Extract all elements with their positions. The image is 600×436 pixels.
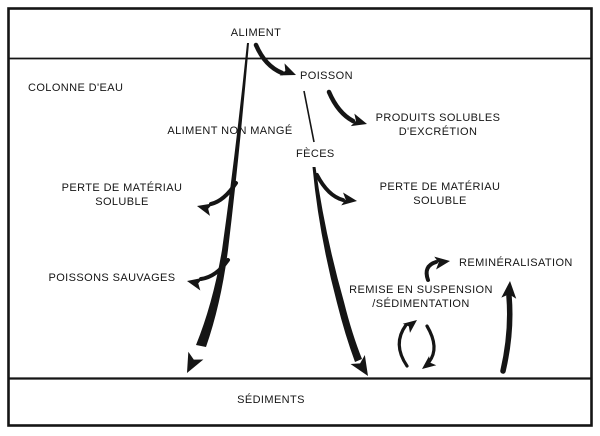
arrow-feed-to-soluble-loss-left (209, 181, 238, 206)
node-perte-gauche-line1: PERTE DE MATÉRIAU (61, 182, 183, 194)
node-produits-solubles: PRODUITS SOLUBLES D'EXCRÉTION (376, 111, 501, 140)
arrow-to-remineralisation (424, 260, 438, 282)
arrow-feces-to-soluble-loss-right (315, 173, 345, 202)
node-produits-solubles-line2: D'EXCRÉTION (398, 126, 478, 139)
region-label-water-column: COLONNE D'EAU (28, 82, 124, 94)
arrowhead-poisson-to-excretion (350, 113, 367, 127)
arrowhead-sedimentation-down (422, 356, 437, 369)
node-aliment: ALIMENT (230, 27, 282, 39)
node-remineralisation: REMINÉRALISATION (459, 257, 573, 269)
node-perte-materiau-droite: PERTE DE MATÉRIAU SOLUBLE (380, 180, 501, 209)
node-produits-solubles-line1: PRODUITS SOLUBLES (375, 112, 501, 124)
arrowhead-feed-to-wild-fish (187, 277, 204, 291)
arrowhead-resuspension-up (402, 320, 417, 333)
frame-border (7, 7, 593, 427)
arrow-resuspension-up (397, 323, 409, 368)
arrow-aliment-to-poisson (253, 42, 285, 76)
node-remise-line1: REMISE EN SUSPENSION (349, 284, 493, 296)
node-poissons-sauvages: POISSONS SAUVAGES (48, 272, 176, 284)
arrowhead-to-remineralisation (434, 256, 450, 270)
node-feces: FÈCES (296, 148, 335, 160)
arrow-feed-to-wild-fish (199, 258, 230, 281)
arrow-poisson-to-excretion (326, 89, 356, 124)
node-poisson: POISSON (300, 70, 353, 82)
node-remise-line2: /SÉDIMENTATION (372, 298, 470, 311)
arrowhead-uneaten-feed-to-sediments (187, 351, 204, 373)
arrowhead-feed-to-soluble-loss-left (197, 203, 214, 216)
node-remise-en-suspension: REMISE EN SUSPENSION /SÉDIMENTATION (349, 283, 493, 312)
arrowhead-feces-to-soluble-loss-right (341, 192, 357, 206)
node-perte-droite-line1: PERTE DE MATÉRIAU (379, 181, 501, 193)
node-perte-materiau-gauche: PERTE DE MATÉRIAU SOLUBLE (62, 181, 183, 210)
arrow-feces-to-sediments (312, 167, 362, 362)
region-label-sediments: SÉDIMENTS (237, 394, 305, 406)
line-poisson-to-feces (303, 90, 315, 143)
node-perte-gauche-line2: SOLUBLE (95, 196, 149, 209)
arrow-sedimentation-down (425, 324, 436, 364)
arrowhead-feces-to-sediments (350, 354, 368, 376)
node-perte-droite-line2: SOLUBLE (413, 195, 467, 208)
node-aliment-non-mange: ALIMENT NON MANGÉ (167, 125, 293, 137)
arrowhead-aliment-to-poisson (279, 63, 296, 76)
arrowhead-sediments-to-remineralisation (501, 281, 517, 299)
arrow-uneaten-feed-to-sediments (196, 43, 249, 347)
arrow-sediments-to-remineralisation (500, 293, 513, 374)
